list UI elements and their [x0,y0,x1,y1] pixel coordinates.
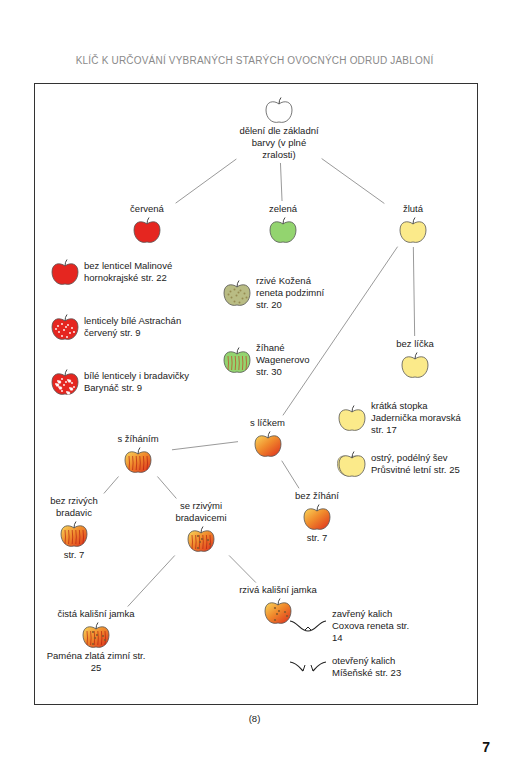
apple-icon [50,313,80,341]
node-text: lenticely bílé Astrachán červený str. 9 [84,315,192,339]
node-text: zavřený kalich Coxova reneta str. 14 [332,608,422,644]
key-node: bez lenticel Malinové hornokrajské str. … [50,258,192,286]
key-node: se rzivými bradavicemi [160,500,242,554]
node-text: s líčkem [240,417,295,429]
key-node: žlutá [386,203,440,245]
connector-line [322,159,385,204]
connector-line [229,555,256,582]
node-text: str. 7 [40,549,108,561]
connector-line [157,477,176,499]
apple-icon [123,446,153,474]
key-node: čistá kališní jamkaPaména zlatá zimní st… [42,608,150,674]
node-text: s žíháním [106,433,170,445]
diagram-title: KLÍČ K URČOVÁNÍ VYBRANÝCH STARÝCH OVOCNÝ… [0,55,509,66]
apple-icon [253,430,283,458]
node-text: rzivá kališní jamka [226,584,330,596]
key-node: zelená [256,203,310,245]
apple-icon [81,621,111,649]
apple-icon [337,404,367,432]
node-text: bez rzivých bradavic [40,495,108,519]
apple-icon [268,216,298,244]
node-text: krátká stopka Jadernička moravská str. 1… [371,400,471,436]
connector-line [282,461,299,489]
key-node: žíhané Wagenerovo str. 30 [222,342,318,378]
node-text: otevřený kalich Míšeňské str. 23 [332,655,422,679]
key-node: bez líčka [385,338,445,380]
apple-icon [400,351,430,379]
key-node: rzivé Kožená reneta podzimní str. 20 [222,275,326,311]
node-text: bez žíhání [286,490,348,502]
node-text: se rzivými bradavicemi [160,500,242,524]
key-node: bez rzivých bradavic str. 7 [40,495,108,561]
key-node: s líčkem [240,417,295,459]
connector-line [283,247,398,416]
apple-icon [50,258,80,286]
apple-icon [50,368,80,396]
key-node: lenticely bílé Astrachán červený str. 9 [50,313,192,341]
apple-icon [186,525,216,553]
apple-icon [222,279,252,307]
node-text: červená [120,203,174,215]
node-text: žíhané Wagenerovo str. 30 [256,342,318,378]
key-node: zavřený kalich Coxova reneta str. 14 [288,608,422,644]
node-text: žlutá [386,203,440,215]
apple-icon [59,520,89,548]
key-node: červená [120,203,174,245]
open-calyx-symbol [288,659,328,675]
key-node: bez žíhání str. 7 [286,490,348,544]
node-text: čistá kališní jamka [42,608,150,620]
node-text: Paména zlatá zimní str. 25 [42,650,150,674]
node-text: bez lenticel Malinové hornokrajské str. … [84,260,192,284]
page-number: 7 [440,739,490,755]
key-node: ostrý, podélný šev Průsvitné letní str. … [337,450,471,478]
connector-line [104,477,119,494]
key-node: s žíháním [106,433,170,475]
apple-icon [398,216,428,244]
apple-icon [302,503,332,531]
apple-icon [337,450,367,478]
connector-line [280,163,282,201]
node-text: ostrý, podélný šev Průsvitné letní str. … [371,452,471,476]
node-text: bílé lenticely i bradavičky Barynáč str.… [84,370,216,394]
key-node: krátká stopka Jadernička moravská str. 1… [337,400,471,436]
apple-icon [132,216,162,244]
node-text: dělení dle základní barvy (v plné zralos… [238,125,320,161]
connector-line [128,555,175,606]
apple-icon [263,597,293,625]
key-node: bílé lenticely i bradavičky Barynáč str.… [50,368,216,396]
connector-line [172,442,238,450]
closed-calyx-symbol [288,618,328,634]
key-node: dělení dle základní barvy (v plné zralos… [238,95,320,161]
figure-number: (8) [0,713,509,724]
node-text: bez líčka [385,338,445,350]
apple-icon [264,96,294,124]
node-text: zelená [256,203,310,215]
node-text: rzivé Kožená reneta podzimní str. 20 [256,275,326,311]
node-text: str. 7 [286,532,348,544]
key-node: rzivá kališní jamka [226,584,330,626]
connector-line [413,247,414,336]
key-node: otevřený kalich Míšeňské str. 23 [288,655,422,679]
apple-icon [222,346,252,374]
connector-line [176,159,237,203]
